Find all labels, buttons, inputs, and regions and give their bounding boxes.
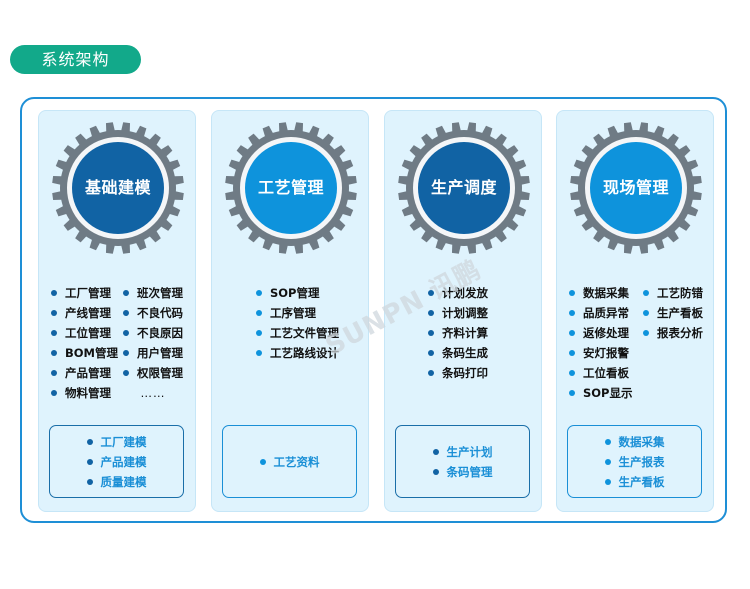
feature-item: 计划调整 <box>428 303 488 323</box>
module-title: 现场管理 <box>602 178 669 197</box>
gear-icon: 基础建模 <box>50 120 186 256</box>
feature-item: SOP管理 <box>256 283 339 303</box>
feature-item: 工序管理 <box>256 303 339 323</box>
feature-item: 工位管理 <box>51 323 118 343</box>
submodule-item: 工厂建模 <box>86 432 147 452</box>
submodule-item: 质量建模 <box>86 472 147 492</box>
feature-item: 不良原因 <box>123 323 183 343</box>
feature-item: 工位看板 <box>569 363 633 383</box>
feature-list-left: 工厂管理 产线管理 工位管理 BOM管理 产品管理 物料管理 <box>51 283 118 403</box>
feature-item: 报表分析 <box>643 323 703 343</box>
feature-item: 品质异常 <box>569 303 633 323</box>
submodule-box: 工艺资料 <box>222 425 357 498</box>
feature-item: 不良代码 <box>123 303 183 323</box>
feature-item: 产线管理 <box>51 303 118 323</box>
module-title: 生产调度 <box>430 178 497 197</box>
submodule-box: 工厂建模 产品建模 质量建模 <box>49 425 184 498</box>
module-basic-modeling: 基础建模 工厂管理 产线管理 工位管理 BOM管理 产品管理 物料管理 班次管理… <box>38 110 196 512</box>
submodule-box: 生产计划 条码管理 <box>395 425 530 498</box>
feature-item: 班次管理 <box>123 283 183 303</box>
module-shopfloor-management: 现场管理 数据采集 品质异常 返修处理 安灯报警 工位看板 SOP显示 工艺防错… <box>556 110 714 512</box>
architecture-frame <box>20 97 727 523</box>
module-title: 基础建模 <box>84 178 151 197</box>
feature-item: 计划发放 <box>428 283 488 303</box>
feature-list-right: 工艺防错 生产看板 报表分析 <box>643 283 703 343</box>
gear-icon: 生产调度 <box>396 120 532 256</box>
more-ellipsis: …… <box>140 386 166 400</box>
submodule-item: 工艺资料 <box>259 452 320 472</box>
module-title: 工艺管理 <box>257 178 324 197</box>
feature-item: 产品管理 <box>51 363 118 383</box>
feature-item: 权限管理 <box>123 363 183 383</box>
feature-item: SOP显示 <box>569 383 633 403</box>
module-process-management: 工艺管理 SOP管理 工序管理 工艺文件管理 工艺路线设计 工艺资料 <box>211 110 369 512</box>
feature-item: 工艺路线设计 <box>256 343 339 363</box>
submodule-item: 产品建模 <box>86 452 147 472</box>
feature-item: 条码打印 <box>428 363 488 383</box>
module-production-scheduling: 生产调度 计划发放 计划调整 齐料计算 条码生成 条码打印 生产计划 条码管理 <box>384 110 542 512</box>
gear-icon: 工艺管理 <box>223 120 359 256</box>
gear-icon: 现场管理 <box>568 120 704 256</box>
feature-item: 返修处理 <box>569 323 633 343</box>
feature-list-left: 数据采集 品质异常 返修处理 安灯报警 工位看板 SOP显示 <box>569 283 633 403</box>
submodule-item: 数据采集 <box>604 432 665 452</box>
submodule-item: 条码管理 <box>432 462 493 482</box>
section-title: 系统架构 <box>10 45 141 74</box>
submodule-item: 生产计划 <box>432 442 493 462</box>
feature-list: SOP管理 工序管理 工艺文件管理 工艺路线设计 <box>256 283 339 363</box>
feature-list-right: 班次管理 不良代码 不良原因 用户管理 权限管理 …… <box>123 283 183 403</box>
feature-item: 用户管理 <box>123 343 183 363</box>
feature-item: 工艺文件管理 <box>256 323 339 343</box>
feature-item: 安灯报警 <box>569 343 633 363</box>
submodule-item: 生产看板 <box>604 472 665 492</box>
feature-item: 生产看板 <box>643 303 703 323</box>
feature-item: 工厂管理 <box>51 283 118 303</box>
feature-item: 工艺防错 <box>643 283 703 303</box>
feature-item: 齐料计算 <box>428 323 488 343</box>
feature-item: 条码生成 <box>428 343 488 363</box>
feature-item: 数据采集 <box>569 283 633 303</box>
submodule-item: 生产报表 <box>604 452 665 472</box>
feature-item: 物料管理 <box>51 383 118 403</box>
feature-item: BOM管理 <box>51 343 118 363</box>
submodule-box: 数据采集 生产报表 生产看板 <box>567 425 702 498</box>
feature-list: 计划发放 计划调整 齐料计算 条码生成 条码打印 <box>428 283 488 383</box>
